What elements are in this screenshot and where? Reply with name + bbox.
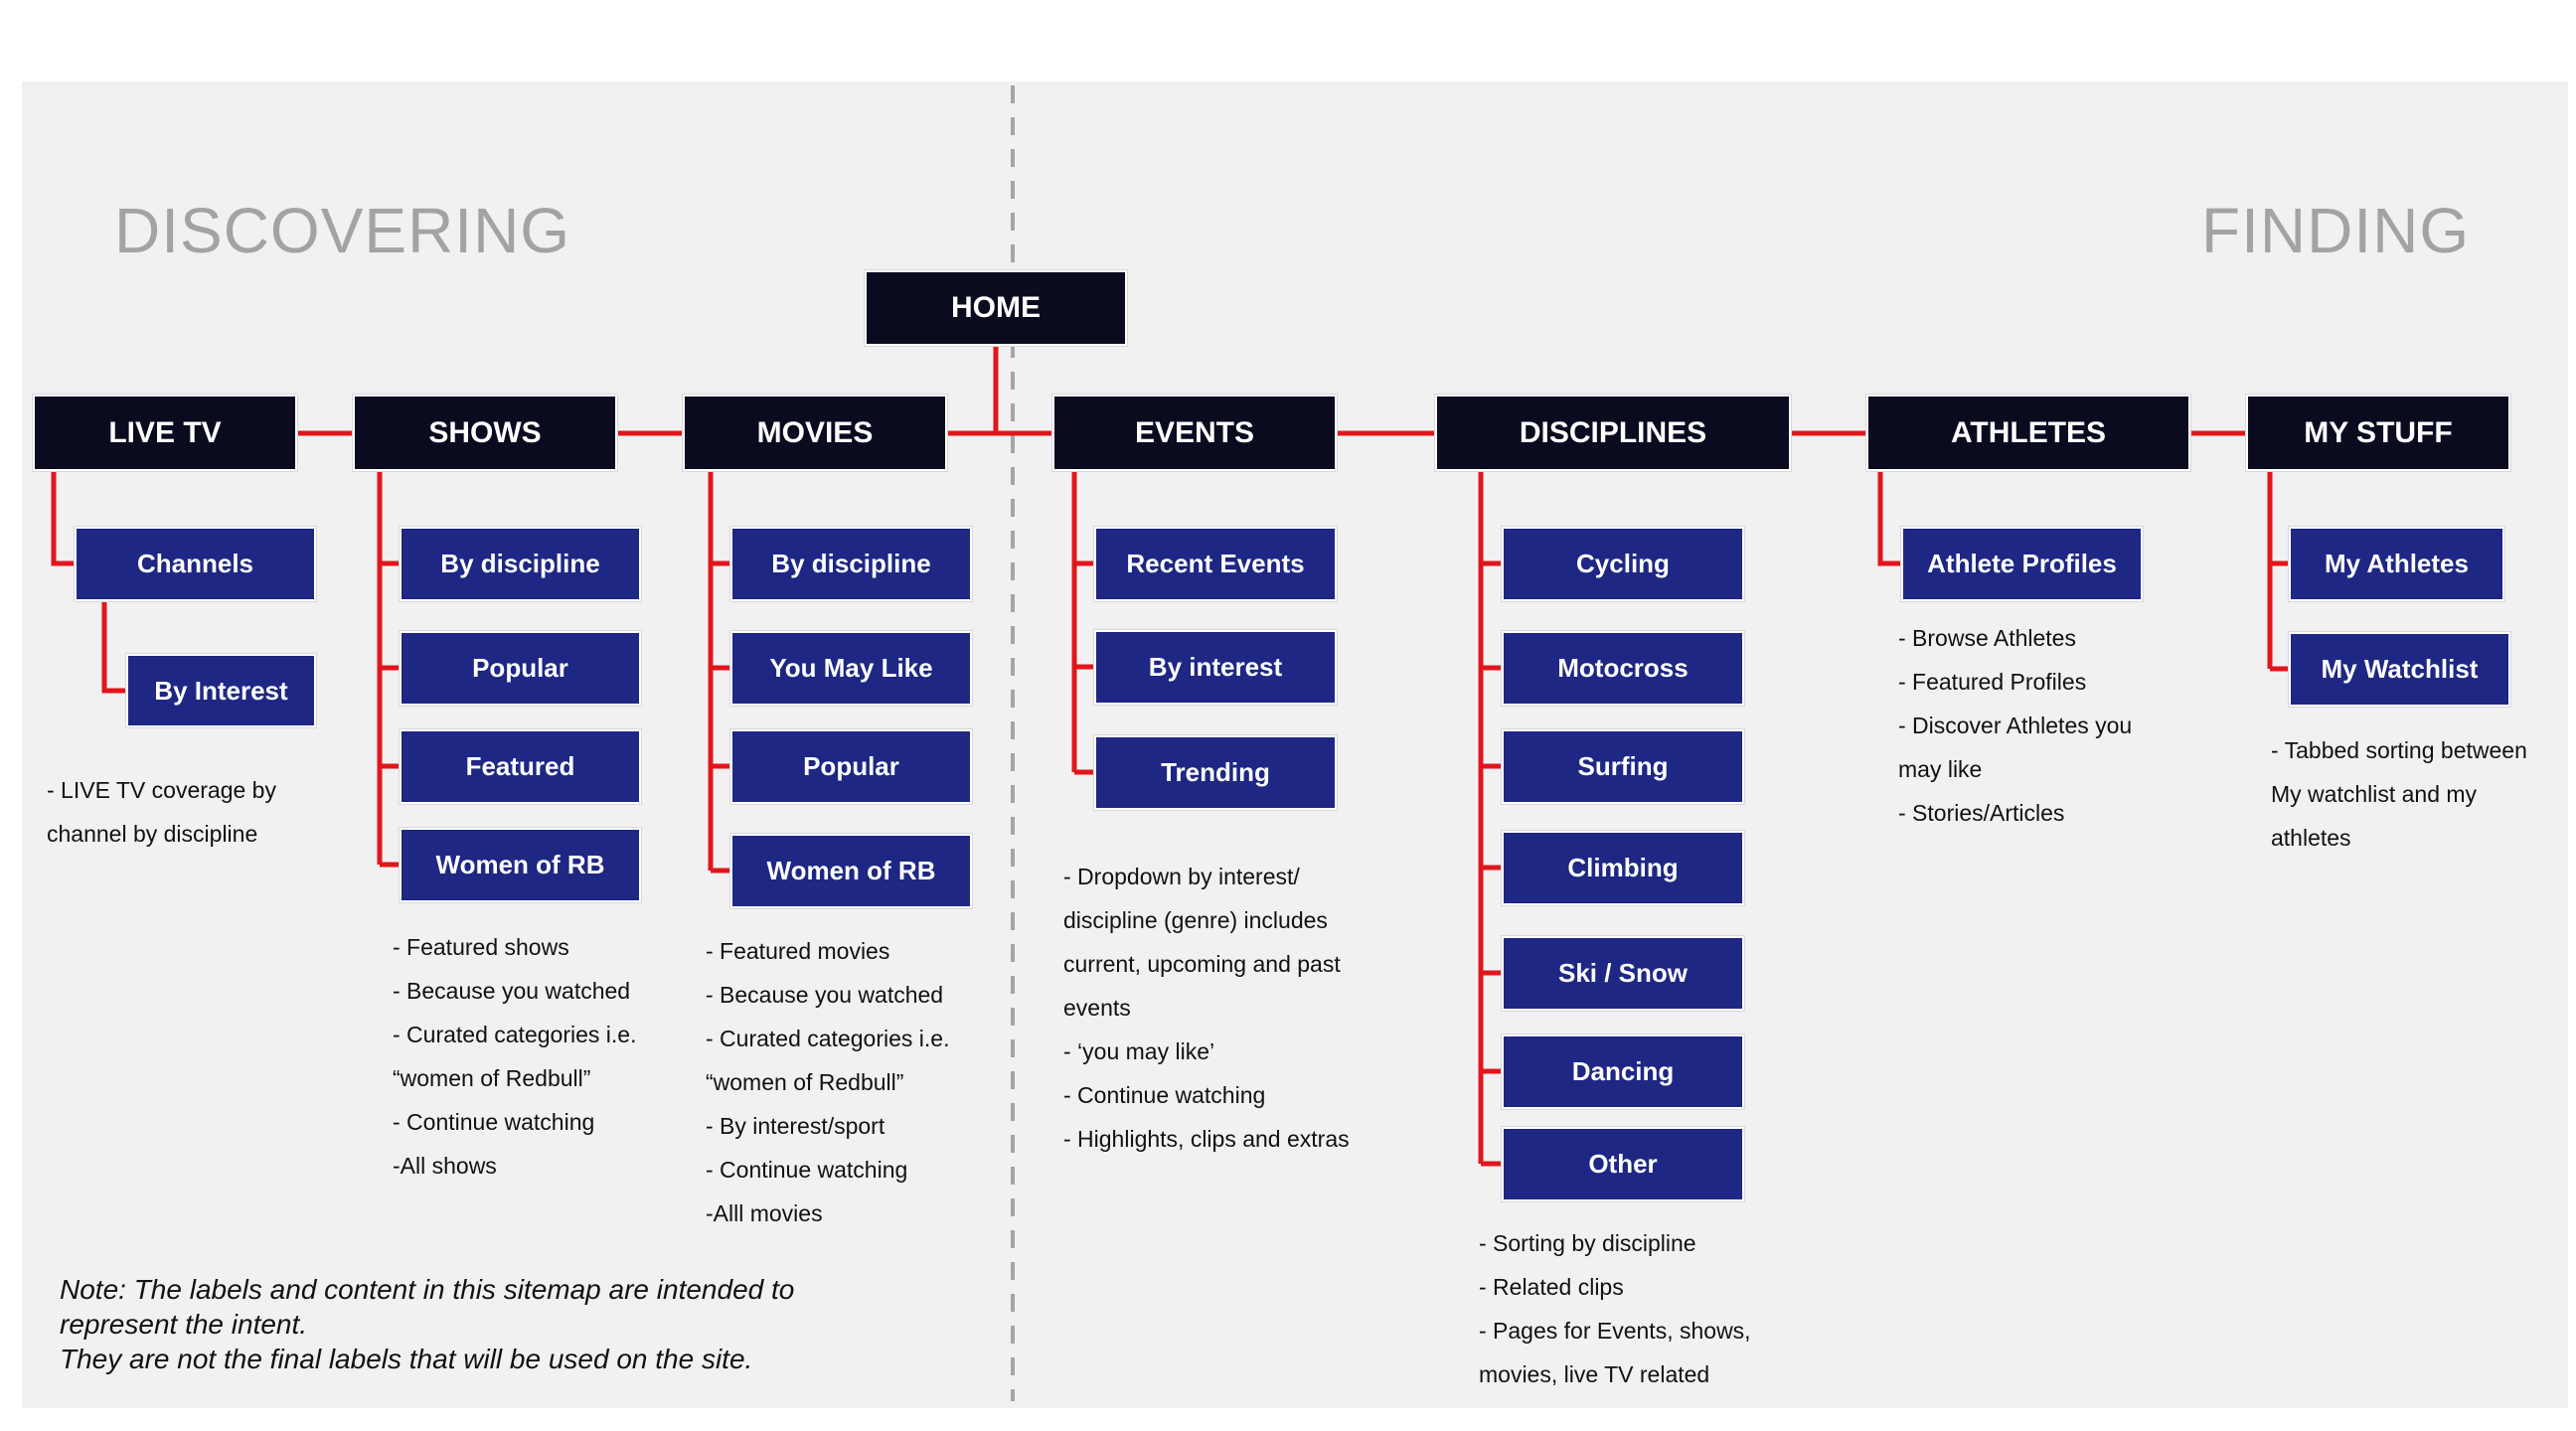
node-my-watchlist[interactable]: My Watchlist — [2289, 632, 2510, 707]
node-movies-you-may-like[interactable]: You May Like — [730, 631, 972, 706]
notes-movies: - Featured movies - Because you watched … — [706, 938, 950, 1226]
node-my-stuff[interactable]: MY STUFF — [2246, 395, 2510, 471]
node-movies-by-discipline[interactable]: By discipline — [730, 527, 972, 601]
node-channels[interactable]: Channels — [75, 527, 316, 601]
notes-disciplines: - Sorting by discipline - Related clips … — [1479, 1230, 1751, 1387]
node-cycling[interactable]: Cycling — [1502, 527, 1744, 601]
node-ski-snow[interactable]: Ski / Snow — [1502, 936, 1744, 1011]
node-trending[interactable]: Trending — [1094, 735, 1337, 810]
node-movies[interactable]: MOVIES — [683, 395, 947, 471]
notes-my-stuff: - Tabbed sorting between My watchlist an… — [2271, 737, 2527, 851]
node-shows-by-discipline[interactable]: By discipline — [400, 527, 641, 601]
node-movies-popular[interactable]: Popular — [730, 729, 972, 804]
node-events-by-interest[interactable]: By interest — [1094, 630, 1337, 705]
discovering-label: DISCOVERING — [114, 195, 571, 266]
node-live-tv[interactable]: LIVE TV — [33, 395, 297, 471]
node-shows-featured[interactable]: Featured — [400, 729, 641, 804]
finding-label: FINDING — [2201, 195, 2471, 266]
node-athletes[interactable]: ATHLETES — [1866, 395, 2190, 471]
node-movies-women-of-rb[interactable]: Women of RB — [730, 834, 972, 908]
notes-live-tv: - LIVE TV coverage by channel by discipl… — [47, 777, 276, 847]
node-disciplines[interactable]: DISCIPLINES — [1435, 395, 1791, 471]
node-surfing[interactable]: Surfing — [1502, 729, 1744, 804]
footer-note: Note: The labels and content in this sit… — [60, 1274, 795, 1374]
node-athlete-profiles[interactable]: Athlete Profiles — [1901, 527, 2143, 601]
notes-athletes: - Browse Athletes - Featured Profiles - … — [1898, 625, 2133, 826]
home-node[interactable]: HOME — [865, 270, 1127, 346]
node-dancing[interactable]: Dancing — [1502, 1034, 1744, 1109]
notes-shows: - Featured shows - Because you watched -… — [393, 934, 637, 1179]
node-recent-events[interactable]: Recent Events — [1094, 527, 1337, 601]
node-by-interest[interactable]: By Interest — [126, 654, 316, 727]
node-motocross[interactable]: Motocross — [1502, 631, 1744, 706]
node-events[interactable]: EVENTS — [1052, 395, 1337, 471]
node-shows-women-of-rb[interactable]: Women of RB — [400, 828, 641, 902]
node-climbing[interactable]: Climbing — [1502, 831, 1744, 905]
node-my-athletes[interactable]: My Athletes — [2289, 527, 2504, 601]
node-shows[interactable]: SHOWS — [353, 395, 617, 471]
node-other[interactable]: Other — [1502, 1127, 1744, 1201]
node-shows-popular[interactable]: Popular — [400, 631, 641, 706]
notes-events: - Dropdown by interest/ discipline (genr… — [1063, 864, 1350, 1152]
